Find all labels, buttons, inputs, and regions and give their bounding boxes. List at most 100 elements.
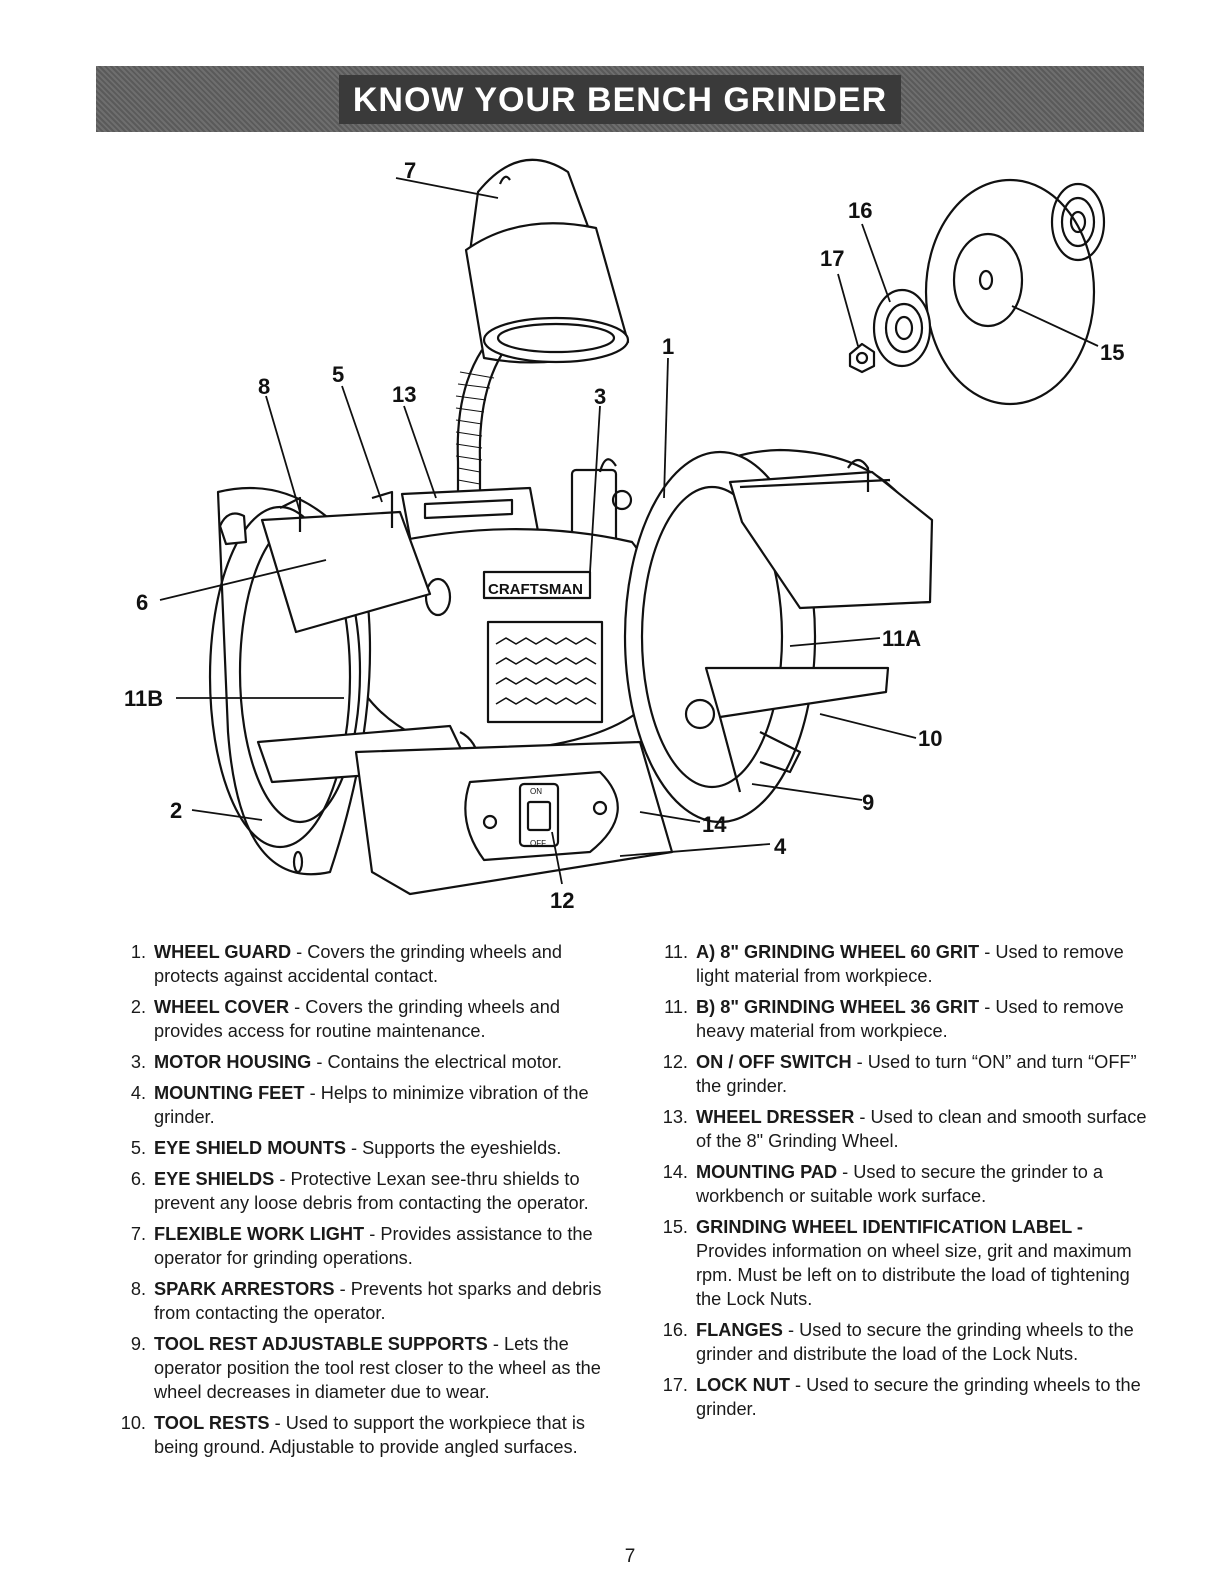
title-banner: KNOW YOUR BENCH GRINDER — [96, 66, 1144, 132]
part-description: - Used to remove light material from wor… — [696, 942, 1124, 986]
part-description: - Used to secure the grinding wheels to … — [696, 1320, 1134, 1364]
callout-11a: 11A — [882, 626, 921, 651]
page-title: KNOW YOUR BENCH GRINDER — [338, 74, 902, 124]
part-item: 10. TOOL RESTS - Used to support the work… — [110, 1411, 610, 1459]
parts-list-right: 11.A) 8" GRINDING WHEEL 60 GRIT - Used t… — [648, 940, 1153, 1428]
part-item: 11. B) 8" GRINDING WHEEL 36 GRIT - Used t… — [648, 995, 1153, 1043]
part-term: FLEXIBLE WORK LIGHT — [154, 1224, 365, 1244]
exploded-parts-drawing — [848, 178, 1106, 406]
part-description: - Used to secure the grinder to a workbe… — [696, 1162, 1104, 1206]
part-number: 10. — [120, 1413, 146, 1433]
base-drawing — [354, 740, 674, 896]
part-number: 3. — [130, 1052, 146, 1072]
part-number: 11. — [664, 942, 688, 962]
part-term: MOUNTING FEET — [154, 1083, 305, 1103]
part-item: 4. MOUNTING FEET - Helps to minimize vibr… — [110, 1081, 610, 1129]
part-term: EYE SHIELDS — [154, 1169, 275, 1189]
part-term: EYE SHIELD MOUNTS — [154, 1138, 346, 1158]
part-number: 5. — [130, 1138, 146, 1158]
callout-7: 7 — [404, 158, 416, 183]
part-description: Provides information on wheel size, grit… — [696, 1241, 1132, 1309]
part-item: 2. WHEEL COVER - Covers the grinding whee… — [110, 995, 610, 1043]
part-number: 17. — [662, 1375, 688, 1395]
part-item: 13. WHEEL DRESSER - Used to clean and smo… — [648, 1105, 1153, 1153]
motor-housing-drawing — [350, 528, 692, 754]
part-number: 7. — [130, 1224, 146, 1244]
part-item: 3. MOTOR HOUSING - Contains the electrica… — [110, 1050, 610, 1074]
part-number: 2. — [130, 997, 146, 1017]
callout-17: 17 — [820, 246, 844, 271]
grinder-diagram: CRAFTSMAN ON OFF 7 16 17 15 1 8 5 13 3 6… — [0, 132, 1224, 922]
switch-off-label: OFF — [530, 839, 546, 848]
callout-16: 16 — [848, 198, 872, 223]
part-item: 17. LOCK NUT - Used to secure the grindin… — [648, 1373, 1153, 1421]
part-description: - Used to remove heavy material from wor… — [696, 997, 1124, 1041]
part-description: - Helps to minimize vibration of the gri… — [154, 1083, 589, 1127]
part-description: - Used to support the workpiece that is … — [154, 1413, 585, 1457]
callout-5: 5 — [332, 362, 344, 387]
part-number: 12. — [662, 1052, 688, 1072]
callout-13: 13 — [392, 382, 416, 407]
callout-8: 8 — [258, 374, 270, 399]
part-term: WHEEL GUARD — [154, 942, 292, 962]
part-item: 9. TOOL REST ADJUSTABLE SUPPORTS - Lets t… — [110, 1332, 610, 1404]
part-term: TOOL RESTS — [154, 1413, 270, 1433]
part-number: 15. — [662, 1217, 688, 1237]
part-number: 6. — [130, 1169, 146, 1189]
part-item: 12.ON / OFF SWITCH - Used to turn “ON” a… — [648, 1050, 1153, 1098]
callout-6: 6 — [136, 590, 148, 615]
part-description: - Used to turn “ON” and turn “OFF” the g… — [696, 1052, 1137, 1096]
part-term: SPARK ARRESTORS — [154, 1279, 335, 1299]
callout-12: 12 — [550, 888, 574, 913]
callout-2: 2 — [170, 798, 182, 823]
grinder-illustration: CRAFTSMAN ON OFF 7 16 17 15 1 8 5 13 3 6… — [124, 158, 1124, 913]
leader-lines — [159, 177, 1099, 885]
callout-15: 15 — [1100, 340, 1124, 365]
callout-3: 3 — [594, 384, 606, 409]
part-term: MOUNTING PAD — [696, 1162, 838, 1182]
part-number: 14. — [662, 1162, 688, 1182]
switch-on-label: ON — [530, 787, 542, 796]
part-term: MOTOR HOUSING — [154, 1052, 312, 1072]
part-description: - Supports the eyeshields. — [346, 1138, 562, 1158]
right-wheel-drawing — [623, 448, 934, 824]
part-term: WHEEL COVER — [154, 997, 290, 1017]
callout-1: 1 — [662, 334, 674, 359]
part-term: LOCK NUT — [696, 1375, 790, 1395]
page-number: 7 — [624, 1546, 636, 1567]
part-number: 9. — [130, 1334, 146, 1354]
part-description: - Provides assistance to the operator fo… — [154, 1224, 593, 1268]
part-term: WHEEL DRESSER — [696, 1107, 855, 1127]
part-description: - Used to secure the grinding wheels to … — [696, 1375, 1141, 1419]
part-term: GRINDING WHEEL IDENTIFICATION LABEL - — [696, 1217, 1083, 1237]
part-item: 5. EYE SHIELD MOUNTS - Supports the eyesh… — [110, 1136, 610, 1160]
part-number: 4. — [130, 1083, 146, 1103]
callout-11b: 11B — [124, 686, 163, 711]
part-item: 7. FLEXIBLE WORK LIGHT - Provides assista… — [110, 1222, 610, 1270]
callout-9: 9 — [862, 790, 874, 815]
callout-10: 10 — [918, 726, 942, 751]
callout-14: 14 — [702, 812, 727, 837]
part-term: B) 8" GRINDING WHEEL 36 GRIT — [696, 997, 980, 1017]
part-description: - Contains the electrical motor. — [311, 1052, 562, 1072]
part-item: 11.A) 8" GRINDING WHEEL 60 GRIT - Used t… — [648, 940, 1153, 988]
part-number: 16. — [662, 1320, 688, 1340]
part-item: 14. MOUNTING PAD - Used to secure the gri… — [648, 1160, 1153, 1208]
part-item: 1.WHEEL GUARD - Covers the grinding whee… — [110, 940, 610, 988]
work-light-drawing — [464, 158, 630, 364]
callout-4: 4 — [774, 834, 787, 859]
part-number: 13. — [662, 1107, 688, 1127]
part-description: - Lets the operator position the tool re… — [154, 1334, 601, 1402]
part-item: 6. EYE SHIELDS - Protective Lexan see-thr… — [110, 1167, 610, 1215]
parts-list-left: 1. WHEEL GUARD - Covers the grinding whee… — [110, 940, 610, 1466]
part-term: TOOL REST ADJUSTABLE SUPPORTS — [154, 1334, 488, 1354]
part-description: - Used to clean and smooth surface of th… — [696, 1107, 1147, 1151]
part-description: - Protective Lexan see-thru shields to p… — [154, 1169, 589, 1213]
part-number: 8. — [130, 1279, 146, 1299]
brand-label: CRAFTSMAN — [488, 581, 583, 598]
part-description: - Covers the grinding wheels and provide… — [154, 997, 561, 1041]
part-number: 1. — [130, 942, 146, 962]
part-item: 16.FLANGES - Used to secure the grinding… — [648, 1318, 1153, 1366]
part-number: 11. — [664, 997, 688, 1017]
part-item: 8.SPARK ARRESTORS - Prevents hot sparks … — [110, 1277, 610, 1325]
